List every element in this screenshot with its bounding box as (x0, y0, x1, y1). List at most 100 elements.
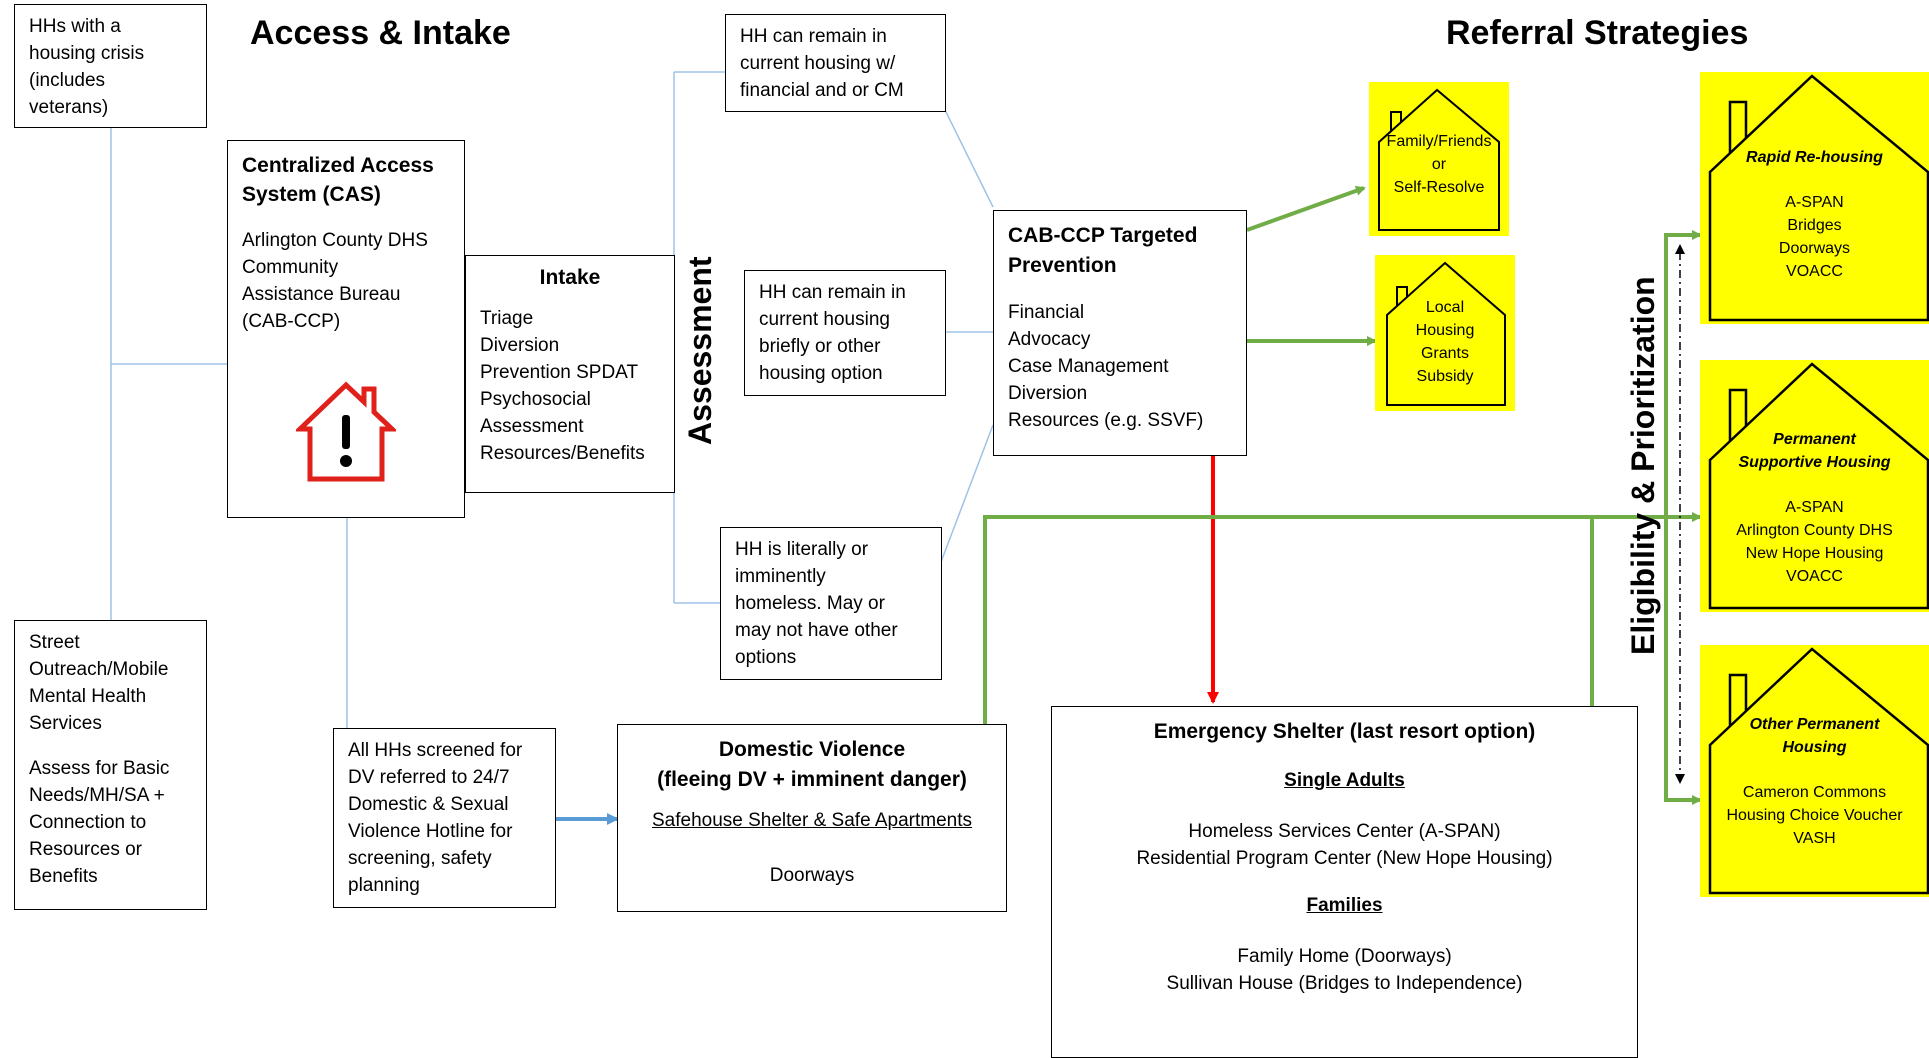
intake-line: Assessment (480, 416, 584, 437)
cas-line: Community (242, 257, 339, 278)
shelter-line: Family Home (Doorways) (1237, 946, 1452, 967)
prevention-title-line: CAB-CCP Targeted (1008, 224, 1198, 247)
dv-screen-line: Domestic & Sexual (348, 794, 509, 815)
big-house-line: New Hope Housing (1745, 545, 1884, 562)
domestic-violence-box: Domestic Violence (fleeing DV + imminent… (617, 724, 1007, 912)
outreach-line: Benefits (29, 866, 98, 887)
other-permanent-housing-house: Other Permanent Housing Cameron Commons … (1700, 645, 1929, 897)
single-adults-heading: Single Adults (1284, 770, 1405, 791)
hh-brief-line: briefly or other (759, 336, 881, 357)
house-shape-icon (1700, 360, 1929, 612)
dv-screen-line: planning (348, 875, 420, 896)
big-house-line: VOACC (1786, 263, 1843, 280)
outreach-line: Needs/MH/SA + (29, 785, 165, 806)
dv-screening-box: All HHs screened for DV referred to 24/7… (333, 728, 556, 908)
cas-line: Assistance Bureau (242, 284, 401, 305)
outreach-line: Resources or (29, 839, 142, 860)
access-intake-heading: Access & Intake (250, 14, 511, 52)
prevention-line: Diversion (1008, 383, 1088, 404)
house-shape-icon (1375, 255, 1515, 411)
emergency-shelter-box: Emergency Shelter (last resort option) S… (1051, 706, 1638, 1058)
small-house-line: Grants (1420, 345, 1469, 362)
intake-title: Intake (539, 266, 601, 289)
house-shape-icon (1369, 82, 1509, 236)
hh-brief-line: current housing (759, 309, 890, 330)
small-house-line: or (1431, 156, 1447, 173)
dv-screen-line: DV referred to 24/7 (348, 767, 510, 788)
dv-title-line: (fleeing DV + imminent danger) (657, 768, 967, 791)
outreach-line: Street (29, 632, 80, 653)
intake-line: Prevention SPDAT (480, 362, 639, 383)
dv-screen-line: All HHs screened for (348, 740, 523, 761)
shelter-title: Emergency Shelter (last resort option) (1153, 720, 1536, 743)
hh-homeless-box: HH is literally or imminently homeless. … (720, 527, 942, 680)
crisis-line: HHs with a (29, 16, 121, 37)
families-heading: Families (1306, 895, 1383, 916)
family-friends-house: Family/Friends or Self-Resolve (1369, 82, 1509, 236)
targeted-prevention-box: CAB-CCP Targeted Prevention Financial Ad… (993, 210, 1247, 456)
hh-homeless-line: homeless. May or (735, 593, 885, 614)
intake-line: Triage (480, 308, 534, 329)
cas-title-line: System (CAS) (242, 183, 381, 206)
hh-remain-line: financial and or CM (740, 80, 904, 101)
prevention-title-line: Prevention (1008, 254, 1117, 277)
big-house-line: Cameron Commons (1742, 784, 1887, 801)
hh-brief-line: housing option (759, 363, 883, 384)
big-house-line: Arlington County DHS (1736, 522, 1893, 539)
house-shape-icon (1700, 72, 1929, 324)
big-house-line: Housing Choice Voucher (1726, 807, 1903, 824)
street-outreach-box: Street Outreach/Mobile Mental Health Ser… (14, 620, 207, 910)
intake-box: Intake Triage Diversion Prevention SPDAT… (465, 255, 675, 493)
big-house-title: Rapid Re-housing (1746, 149, 1883, 166)
big-house-title: Supportive Housing (1738, 454, 1891, 471)
dv-provider: Doorways (769, 865, 855, 886)
house-alert-icon (296, 381, 396, 482)
intake-line: Psychosocial (480, 389, 591, 410)
house-shape-icon (1700, 645, 1929, 897)
intake-line: Resources/Benefits (480, 443, 645, 464)
outreach-line: Assess for Basic (29, 758, 170, 779)
crisis-line: (includes (29, 70, 106, 91)
outreach-line: Mental Health (29, 686, 147, 707)
hh-homeless-line: may not have other (735, 620, 898, 641)
big-house-line: A-SPAN (1785, 499, 1844, 516)
prevention-line: Case Management (1008, 356, 1169, 377)
hh-remain-housing-box: HH can remain in current housing w/ fina… (725, 14, 946, 112)
prevention-line: Resources (e.g. SSVF) (1008, 410, 1204, 431)
prevention-line: Advocacy (1008, 329, 1091, 350)
hh-remain-line: HH can remain in (740, 26, 887, 47)
permanent-supportive-housing-house: Permanent Supportive Housing A-SPAN Arli… (1700, 360, 1929, 612)
dv-screen-line: screening, safety (348, 848, 492, 869)
prevention-line: Financial (1008, 302, 1085, 323)
crisis-line: veterans) (29, 97, 109, 118)
assessment-label: Assessment (682, 256, 718, 445)
outreach-line: Outreach/Mobile (29, 659, 169, 680)
small-house-line: Self-Resolve (1393, 179, 1485, 196)
dv-screen-line: Violence Hotline for (348, 821, 513, 842)
shelter-line: Sullivan House (Bridges to Independence) (1166, 973, 1523, 994)
big-house-line: A-SPAN (1785, 194, 1844, 211)
dv-title-line: Domestic Violence (718, 738, 906, 761)
big-house-line: Bridges (1787, 217, 1842, 234)
intake-line: Diversion (480, 335, 560, 356)
big-house-line: VOACC (1786, 568, 1843, 585)
shelter-line: Homeless Services Center (A-SPAN) (1188, 821, 1501, 842)
dv-subtitle: Safehouse Shelter & Safe Apartments (651, 810, 973, 831)
cas-line: Arlington County DHS (242, 230, 428, 251)
cas-line: (CAB-CCP) (242, 311, 341, 332)
outreach-line: Connection to (29, 812, 147, 833)
hh-remain-line: current housing w/ (740, 53, 896, 74)
hh-brief-line: HH can remain in (759, 282, 906, 303)
centralized-access-system-box: Centralized Access System (CAS) Arlingto… (227, 140, 465, 518)
small-house-line: Housing (1415, 322, 1475, 339)
big-house-title: Permanent (1773, 431, 1856, 448)
hh-homeless-line: HH is literally or (735, 539, 869, 560)
crisis-line: housing crisis (29, 43, 145, 64)
big-house-line: Doorways (1778, 240, 1851, 257)
big-house-title: Other Permanent (1749, 716, 1880, 733)
referral-strategies-heading: Referral Strategies (1446, 14, 1749, 52)
hh-homeless-line: imminently (735, 566, 826, 587)
local-housing-grants-house: Local Housing Grants Subsidy (1375, 255, 1515, 411)
small-house-line: Family/Friends (1386, 133, 1492, 150)
